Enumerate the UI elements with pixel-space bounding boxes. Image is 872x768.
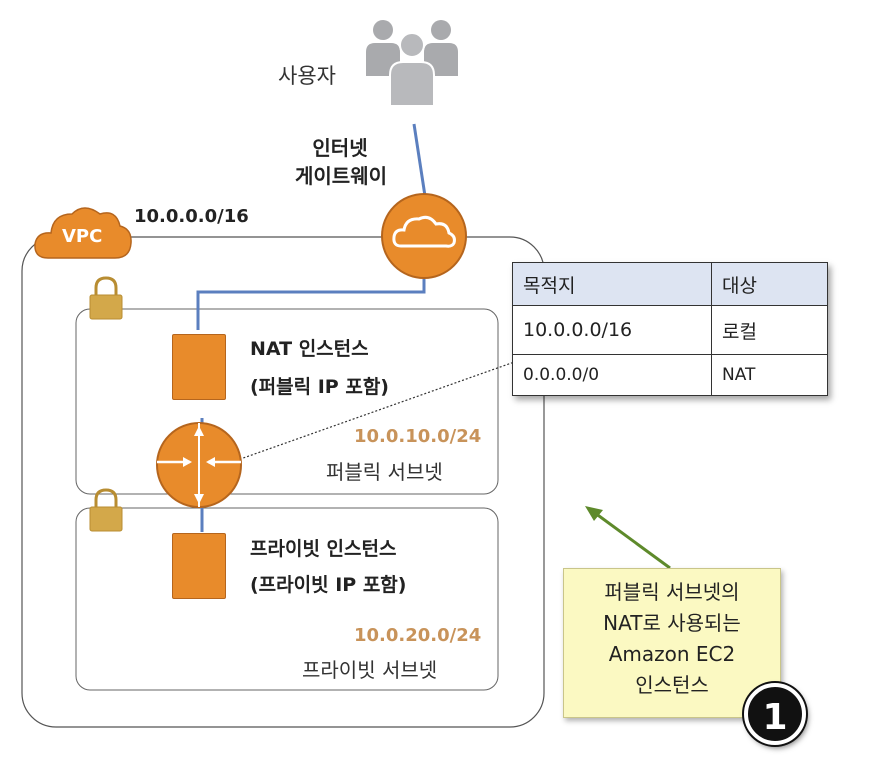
callout-arrow-head [585,506,603,521]
users-igw-connector [412,123,427,197]
header-target: 대상 [711,262,828,306]
vpc-cloud-icon [34,207,132,259]
private-instance-subtitle: (프라이빗 IP 포함) [250,574,407,596]
public-subnet-name: 퍼블릭 서브넷 [326,460,443,484]
igw-nat-connector [196,279,426,330]
callout-arrow [594,511,671,570]
row-target: NAT [711,354,828,396]
public-subnet-cidr: 10.0.10.0/24 [354,426,482,447]
cloud-icon [381,193,467,279]
route-table-header: 목적지 대상 [512,262,828,306]
private-instance-title: 프라이빗 인스턴스 [250,538,397,560]
users-group-icon [366,20,458,107]
private-instance-icon [172,533,226,599]
router-icon [156,422,242,508]
private-subnet-cidr: 10.0.20.0/24 [354,625,482,646]
route-table-pointer [231,359,521,463]
row-destination: 10.0.0.0/16 [512,305,712,355]
row-destination: 0.0.0.0/0 [512,354,712,396]
header-destination: 목적지 [512,262,712,306]
private-subnet-name: 프라이빗 서브넷 [302,658,438,682]
callout-note: 퍼블릭 서브넷의 NAT로 사용되는 Amazon EC2 인스턴스 [563,568,781,718]
igw-title-line2: 게이트웨이 [295,164,387,188]
callout-line: Amazon EC2 [608,642,736,666]
table-row: 10.0.0.0/16 로컬 [512,305,828,355]
row-target: 로컬 [711,305,828,355]
table-row: 0.0.0.0/0 NAT [512,354,828,396]
igw-title-line1: 인터넷 [312,136,368,160]
nat-instance-title: NAT 인스턴스 [250,338,369,360]
vpc-badge-label: VPC [62,226,103,247]
public-subnet-box [75,308,499,495]
private-subnet-lock-icon [89,488,123,532]
users-label: 사용자 [278,64,336,88]
public-subnet-lock-icon [89,276,123,320]
route-table: 목적지 대상 10.0.0.0/16 로컬 0.0.0.0/0 NAT [512,262,828,396]
nat-instance-subtitle: (퍼블릭 IP 포함) [250,376,389,398]
step-number-badge: 1 [744,683,806,745]
private-subnet-box [75,507,499,691]
nat-instance-icon [172,334,226,400]
callout-line: 퍼블릭 서브넷의 [604,580,740,604]
vpc-boundary [21,236,545,728]
callout-line: 인스턴스 [635,673,709,697]
callout-line: NAT로 사용되는 [603,611,741,635]
vpc-cidr: 10.0.0.0/16 [134,206,249,227]
